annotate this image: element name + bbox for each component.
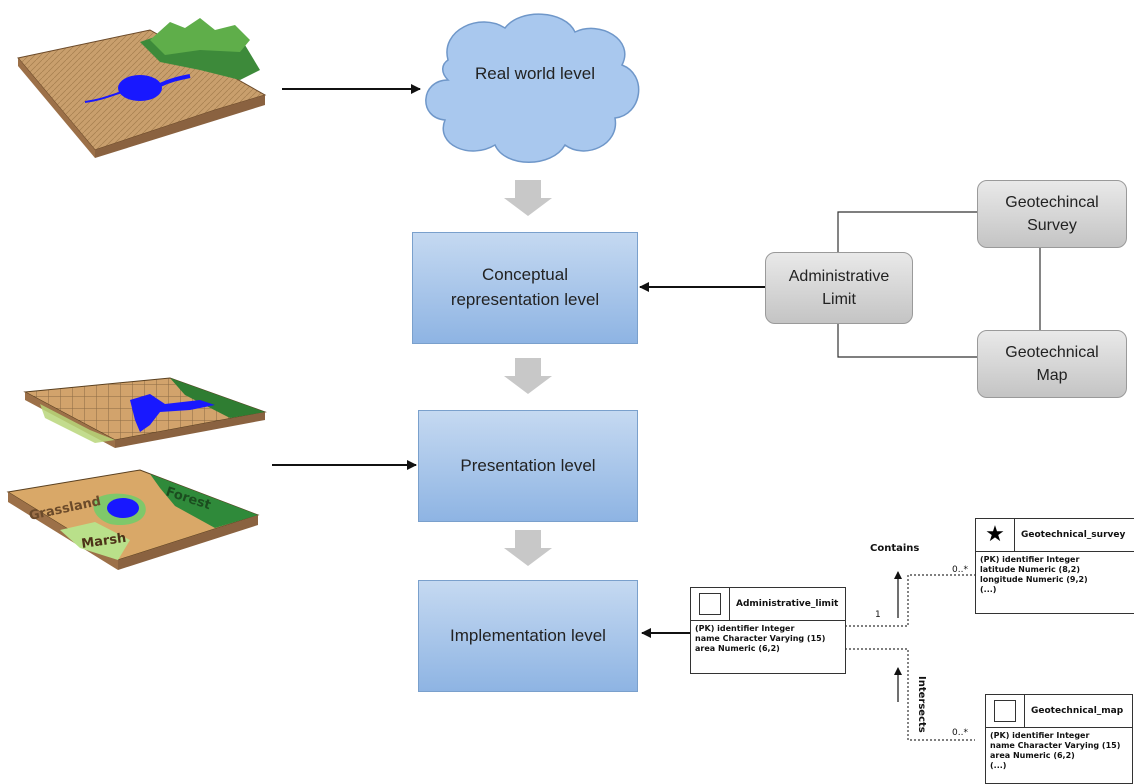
implementation-level-box: Implementation level: [418, 580, 638, 692]
uml-administrative-limit: Administrative_limit (PK) identifier Int…: [690, 587, 846, 674]
down-arrow-3: [504, 530, 552, 566]
conceptual-level-label: Conceptual representation level: [450, 265, 600, 309]
vector-landuse-illustration: [6, 469, 260, 570]
uml-attribute: (PK) identifier Integer: [695, 624, 795, 633]
uml-attribute: (...): [990, 761, 1007, 770]
uml-attribute: name Character Varying (15): [990, 741, 1121, 750]
concept-connectors: [837, 211, 1041, 358]
uml-header: ★ Geotechnical_survey: [976, 519, 1134, 552]
implementation-level-label: Implementation level: [450, 625, 606, 645]
terrain-illustration: [17, 18, 267, 158]
uml-attribute: (PK) identifier Integer: [990, 731, 1090, 740]
administrative-limit-node: Administrative Limit: [765, 252, 913, 324]
conceptual-level-box: Conceptual representation level: [412, 232, 638, 344]
uml-attribute: area Numeric (6,2): [695, 644, 780, 653]
multiplicity-survey: 0..*: [952, 565, 968, 575]
marsh-label: Marsh: [80, 531, 127, 552]
uml-attribute: name Character Varying (15): [695, 634, 826, 643]
presentation-level-box: Presentation level: [418, 410, 638, 522]
presentation-level-label: Presentation level: [460, 455, 596, 475]
geotechnical-survey-label: Geotechincal Survey: [1005, 193, 1099, 234]
down-arrows: [504, 180, 552, 566]
multiplicity-one: 1: [875, 610, 881, 620]
uml-attribute: latitude Numeric (8,2): [980, 565, 1081, 574]
uml-header: Administrative_limit: [691, 588, 845, 621]
real-world-level-label: Real world level: [475, 64, 595, 83]
down-arrow-2: [504, 358, 552, 394]
polygon-icon: [699, 593, 721, 615]
down-arrow-1: [504, 180, 552, 216]
uml-header: Geotechnical_map: [986, 695, 1132, 728]
uml-attribute: longitude Numeric (9,2): [980, 575, 1088, 584]
uml-attribute: area Numeric (6,2): [990, 751, 1075, 760]
uml-attribute: (...): [980, 585, 997, 594]
uml-title: Geotechnical_survey: [1021, 530, 1126, 540]
geotechnical-survey-node: Geotechincal Survey: [977, 180, 1127, 248]
raster-grid-illustration: [23, 377, 267, 448]
contains-label: Contains: [870, 543, 920, 554]
administrative-limit-label: Administrative Limit: [788, 267, 890, 308]
uml-title: Administrative_limit: [736, 599, 839, 609]
intersects-label: Intersects: [916, 676, 927, 733]
uml-relations: [845, 574, 975, 741]
uml-title: Geotechnical_map: [1031, 706, 1124, 716]
uml-geotechnical-map: Geotechnical_map (PK) identifier Integer…: [985, 694, 1133, 784]
polygon-icon: [994, 700, 1016, 722]
geotechnical-map-label: Geotechnical Map: [1005, 343, 1099, 384]
star-icon: ★: [985, 522, 1005, 547]
geotechnical-map-node: Geotechnical Map: [977, 330, 1127, 398]
cloud-shape: [425, 13, 640, 163]
multiplicity-map: 0..*: [952, 728, 968, 738]
uml-geotechnical-survey: ★ Geotechnical_survey (PK) identifier In…: [975, 518, 1134, 614]
uml-attribute: (PK) identifier Integer: [980, 555, 1080, 564]
